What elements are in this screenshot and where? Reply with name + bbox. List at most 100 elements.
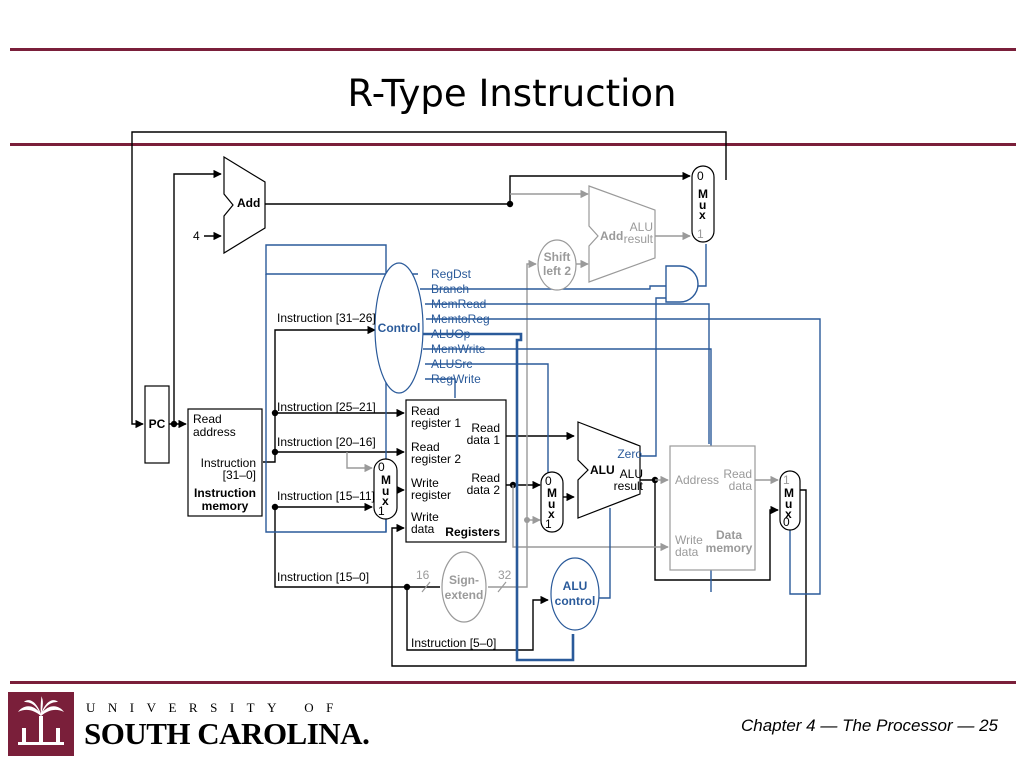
alu-control: ALU control bbox=[550, 557, 600, 631]
svg-text:memory: memory bbox=[706, 541, 753, 555]
svg-text:x: x bbox=[382, 494, 389, 508]
funct-field-wire bbox=[406, 587, 549, 651]
bus-width-slashes bbox=[421, 581, 507, 593]
pcsrc-mux: 0 M u x 1 bbox=[691, 165, 715, 243]
svg-text:ALU: ALU bbox=[590, 463, 615, 477]
memread-wire bbox=[425, 303, 710, 444]
pc-register: PC bbox=[144, 385, 170, 464]
svg-text:data 1: data 1 bbox=[467, 433, 501, 447]
signal-memtoreg: MemtoReg bbox=[431, 312, 490, 326]
svg-text:Write: Write bbox=[675, 533, 703, 547]
svg-text:result: result bbox=[614, 479, 644, 493]
inactive-wires bbox=[346, 189, 779, 588]
svg-text:Add: Add bbox=[600, 229, 623, 243]
instruction-bus-wire bbox=[263, 325, 376, 463]
svg-text:0: 0 bbox=[545, 474, 552, 488]
svg-text:32: 32 bbox=[498, 568, 512, 582]
slide-title: R-Type Instruction bbox=[347, 72, 677, 115]
control-signal-labels: RegDst Branch MemRead MemtoReg ALUOp Mem… bbox=[431, 267, 490, 386]
svg-text:Write: Write bbox=[411, 510, 439, 524]
top-rule bbox=[10, 48, 1016, 51]
signal-aluop: ALUOp bbox=[431, 327, 471, 341]
memtoreg-mux: 1 M u x 0 bbox=[779, 470, 801, 531]
svg-text:ALU: ALU bbox=[563, 579, 588, 593]
svg-text:data 2: data 2 bbox=[467, 483, 501, 497]
logo-south-carolina-line: SOUTH CAROLINA. bbox=[84, 716, 370, 751]
svg-text:register 1: register 1 bbox=[411, 416, 461, 430]
svg-text:ALU: ALU bbox=[630, 220, 653, 234]
field-31-26: Instruction [31–26] bbox=[277, 311, 376, 325]
svg-text:Read: Read bbox=[411, 440, 440, 454]
svg-text:Instruction: Instruction bbox=[194, 486, 256, 500]
regdst-mux: 0 M u x 1 bbox=[373, 458, 398, 520]
imm-field-wire bbox=[274, 507, 440, 588]
signal-memwrite: MemWrite bbox=[431, 342, 486, 356]
signal-regdst: RegDst bbox=[431, 267, 472, 281]
junction-dot-gray bbox=[524, 517, 530, 523]
and-out-wire bbox=[698, 244, 707, 287]
zero-wire bbox=[640, 297, 666, 457]
aluop-wire bbox=[423, 332, 575, 662]
register-file: Read register 1 Read register 2 Write re… bbox=[405, 399, 507, 543]
svg-text:Read: Read bbox=[471, 421, 500, 435]
sign-extend: Sign- extend 16 32 bbox=[416, 551, 512, 623]
instruction-memory: Read address Instruction [31–0] Instruct… bbox=[187, 408, 263, 517]
svg-text:Zero: Zero bbox=[617, 447, 642, 461]
alusrc-mux: 0 M u x 1 bbox=[540, 471, 564, 533]
svg-text:M: M bbox=[547, 486, 557, 500]
svg-text:Read: Read bbox=[471, 471, 500, 485]
svg-text:u: u bbox=[548, 497, 555, 511]
svg-text:x: x bbox=[785, 507, 792, 521]
svg-text:register: register bbox=[411, 488, 451, 502]
field-25-21: Instruction [25–21] bbox=[277, 400, 376, 414]
signal-regwrite: RegWrite bbox=[431, 372, 481, 386]
field-5-0: Instruction [5–0] bbox=[411, 636, 496, 650]
constant-four-label: 4 bbox=[193, 229, 200, 243]
field-20-16: Instruction [20–16] bbox=[277, 435, 376, 449]
signal-alusrc: ALUSrc bbox=[431, 357, 472, 371]
svg-text:M: M bbox=[698, 187, 708, 201]
svg-text:0: 0 bbox=[783, 515, 790, 529]
datapath-diagram: PC Add 4 Read address Instruction [31–0]… bbox=[131, 131, 821, 667]
alusrc-wire bbox=[425, 363, 549, 474]
logo-university-line: UNIVERSITY OF bbox=[86, 700, 346, 715]
pc-to-adder-wire bbox=[173, 169, 222, 424]
svg-text:Sign-: Sign- bbox=[449, 573, 479, 587]
svg-text:data: data bbox=[411, 522, 435, 536]
svg-text:1: 1 bbox=[697, 227, 704, 241]
pc-plus-4-wire bbox=[265, 171, 691, 205]
svg-text:Data: Data bbox=[716, 528, 742, 542]
svg-text:0: 0 bbox=[697, 169, 704, 183]
svg-text:Shift: Shift bbox=[544, 250, 571, 264]
svg-text:1: 1 bbox=[378, 504, 385, 518]
jump-back-wire bbox=[131, 131, 727, 429]
palmetto-tree-seal-icon bbox=[8, 692, 74, 756]
regwrite-wire bbox=[425, 378, 456, 398]
sign-extended-wire bbox=[488, 259, 537, 588]
active-wires bbox=[131, 131, 807, 667]
svg-text:extend: extend bbox=[445, 588, 484, 602]
svg-text:u: u bbox=[785, 497, 792, 511]
writeback-wire bbox=[391, 489, 807, 667]
svg-text:memory: memory bbox=[202, 499, 249, 513]
title-underline-rule bbox=[10, 143, 1016, 146]
alu-control-out-wire bbox=[598, 508, 611, 599]
svg-text:0: 0 bbox=[378, 460, 385, 474]
svg-text:Registers: Registers bbox=[445, 525, 500, 539]
svg-text:data: data bbox=[675, 545, 699, 559]
rt-to-dst-mux-wire bbox=[346, 452, 373, 473]
svg-text:x: x bbox=[699, 208, 706, 222]
svg-text:Read: Read bbox=[193, 412, 222, 426]
field-15-11: Instruction [15–11] bbox=[277, 489, 375, 503]
bottom-rule bbox=[10, 681, 1016, 684]
svg-text:ALU: ALU bbox=[620, 467, 643, 481]
svg-text:M: M bbox=[381, 473, 391, 487]
svg-text:16: 16 bbox=[416, 568, 430, 582]
branch-and-gate bbox=[665, 265, 699, 303]
branch-wire bbox=[420, 285, 666, 290]
svg-text:u: u bbox=[699, 198, 706, 212]
svg-text:left 2: left 2 bbox=[543, 264, 571, 278]
field-15-0: Instruction [15–0] bbox=[277, 570, 369, 584]
svg-text:Write: Write bbox=[411, 476, 439, 490]
svg-text:control: control bbox=[555, 594, 596, 608]
